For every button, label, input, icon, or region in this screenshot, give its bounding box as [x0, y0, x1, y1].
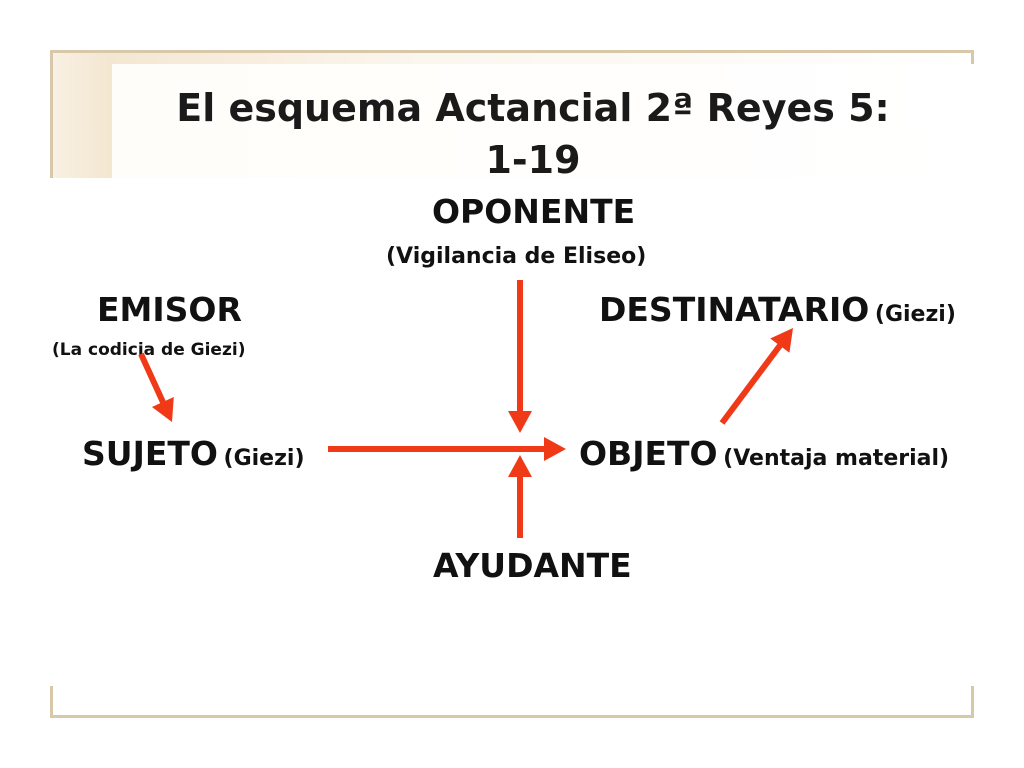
emisor-label: EMISOR	[97, 290, 242, 329]
arrow-sujeto-to-objeto	[328, 437, 566, 461]
arrow-oponente-to-center	[508, 280, 532, 433]
arrow-emisor-to-sujeto	[138, 352, 174, 422]
arrow-objeto-to-destinatario	[719, 328, 793, 425]
arrow-objeto-to-destinatario-head	[770, 328, 793, 353]
arrow-ayudante-to-center	[508, 455, 532, 538]
arrow-emisor-to-sujeto-head	[151, 397, 174, 422]
objeto-label: OBJETO	[579, 434, 718, 473]
arrow-oponente-to-center-head	[508, 411, 532, 433]
sujeto-label: SUJETO	[82, 434, 218, 473]
destinatario: DESTINATARIO (Giezi)	[599, 290, 956, 329]
arrow-sujeto-to-objeto-head	[544, 437, 566, 461]
oponente-label: OPONENTE	[432, 192, 636, 231]
emisor-detail: (La codicia de Giezi)	[52, 340, 246, 360]
objeto: OBJETO (Ventaja material)	[579, 434, 949, 473]
sujeto-detail: (Giezi)	[223, 446, 305, 471]
objeto-detail: (Ventaja material)	[723, 446, 950, 471]
ayudante-label: AYUDANTE	[433, 546, 632, 585]
arrow-ayudante-to-center-head	[508, 455, 532, 477]
arrow-emisor-to-sujeto-shaft	[138, 352, 167, 406]
oponente-detail: (Vigilancia de Eliseo)	[386, 244, 647, 269]
destinatario-label: DESTINATARIO	[599, 290, 870, 329]
slide-title-line-2: 1-19	[485, 138, 581, 182]
destinatario-detail: (Giezi)	[874, 302, 956, 327]
slide-title-panel	[112, 64, 974, 178]
arrow-objeto-to-destinatario-shaft	[719, 342, 784, 425]
sujeto: SUJETO (Giezi)	[82, 434, 305, 473]
slide-title-line-1: El esquema Actancial 2ª Reyes 5:	[176, 86, 890, 130]
slide-frame-bottom	[50, 686, 974, 718]
slide-title: El esquema Actancial 2ª Reyes 5: 1-19	[112, 82, 954, 186]
